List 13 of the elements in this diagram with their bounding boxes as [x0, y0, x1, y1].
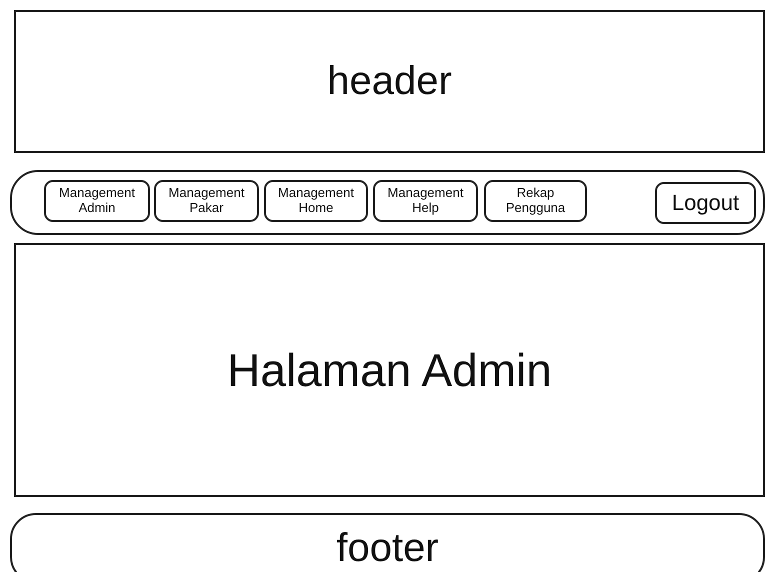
nav-button: Management Admin	[44, 180, 150, 222]
footer-panel	[10, 513, 765, 572]
nav-button: Management Pakar	[154, 180, 259, 222]
nav-button: Management Home	[264, 180, 368, 222]
nav-button: Management Help	[373, 180, 478, 222]
header-panel	[14, 10, 765, 153]
page-title: Halaman Admin	[227, 343, 552, 397]
nav-button: Rekap Pengguna	[484, 180, 587, 222]
content-panel	[14, 243, 765, 497]
logout-button: Logout	[655, 182, 756, 224]
section-label: header	[327, 59, 452, 104]
navigation-bar	[10, 170, 765, 235]
section-label: footer	[336, 526, 439, 570]
